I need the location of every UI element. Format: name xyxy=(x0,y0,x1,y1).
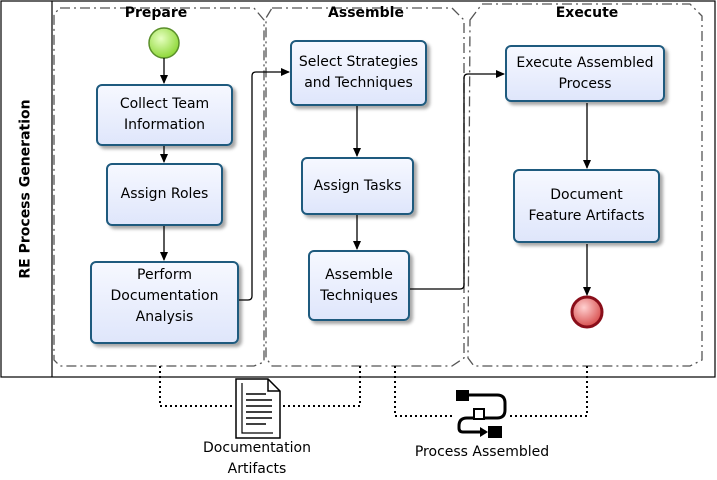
task-assign-tasks[interactable]: Assign Tasks xyxy=(301,157,414,215)
task-assemble-techniques[interactable]: Assemble Techniques xyxy=(308,250,410,321)
documentation-artifacts-label: Documentation Artifacts xyxy=(203,440,311,477)
document-icon xyxy=(235,378,281,439)
pool xyxy=(0,0,716,378)
phase-title-prepare: Prepare xyxy=(124,5,188,21)
task-collect-team-information[interactable]: Collect Team Information xyxy=(96,84,233,146)
task-document-feature-artifacts[interactable]: Document Feature Artifacts xyxy=(513,169,660,243)
assoc-assemble-to-process-assembled xyxy=(394,366,452,417)
end-event xyxy=(570,295,604,329)
phase-assemble-container xyxy=(265,7,465,367)
process-assembled-label: Process Assembled xyxy=(414,444,550,460)
assoc-assemble-to-doc-artifacts xyxy=(283,366,361,407)
flow-assemble-to-execute xyxy=(410,70,505,290)
start-event xyxy=(148,27,180,59)
task-assign-roles[interactable]: Assign Roles xyxy=(106,163,223,226)
pool-label: RE Process Generation xyxy=(0,0,52,377)
phase-prepare-container xyxy=(53,7,265,367)
assoc-execute-to-process-assembled xyxy=(510,366,588,417)
phase-title-execute: Execute xyxy=(555,5,619,21)
task-perform-documentation-analysis[interactable]: Perform Documentation Analysis xyxy=(90,261,239,344)
task-execute-assembled-process[interactable]: Execute Assembled Process xyxy=(505,45,665,102)
associations xyxy=(159,366,588,417)
sequence-flows xyxy=(160,58,591,301)
flow-perform-to-select xyxy=(239,68,290,301)
pool-label-text: RE Process Generation xyxy=(18,98,34,279)
phase-title-assemble: Assemble xyxy=(328,5,404,21)
assoc-prepare-to-doc-artifacts xyxy=(159,366,235,407)
phase-execute-container xyxy=(467,3,703,367)
task-select-strategies-and-techniques[interactable]: Select Strategies and Techniques xyxy=(290,40,427,106)
process-flow-icon xyxy=(452,386,510,444)
